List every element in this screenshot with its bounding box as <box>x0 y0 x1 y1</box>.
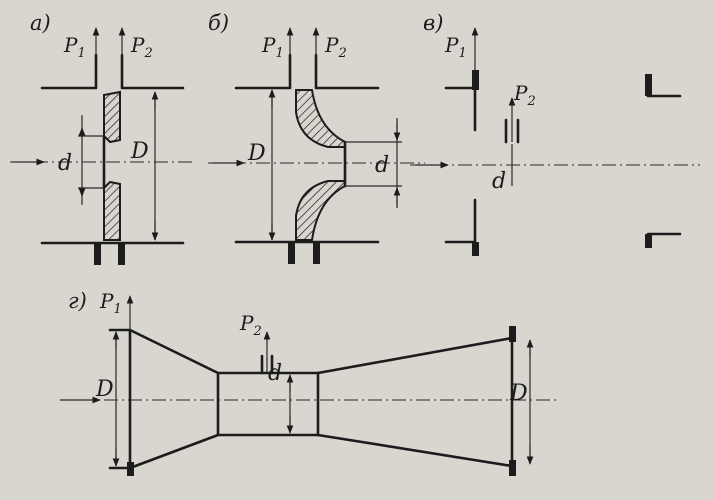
flange-v-bottom <box>472 242 479 256</box>
p2-label-g: P2 <box>239 311 262 339</box>
panel-a-label: а) <box>30 11 51 35</box>
dim-D-a-label: D <box>130 139 149 164</box>
panel-v-label: в) <box>423 11 443 35</box>
panel-g-label: г) <box>68 289 87 313</box>
pipe-a-top-left <box>40 53 98 90</box>
orifice-plate-bottom <box>103 180 121 241</box>
dim-D-g-in-label: D <box>95 377 114 402</box>
venturi-v-top <box>444 86 477 132</box>
dim-d-a-label: d <box>58 151 72 176</box>
p1-label-g: P1 <box>99 289 122 317</box>
nozzle-bottom <box>295 180 346 241</box>
panel-b-nozzle: б) P1 P2 D d <box>208 11 425 264</box>
flange-a-left <box>94 243 101 265</box>
panel-b-label: б) <box>208 11 229 35</box>
dim-d-g-label: d <box>268 361 282 386</box>
venturi-g-bottom <box>108 433 514 474</box>
flange-v-outlet-top <box>645 74 652 96</box>
flange-g-outlet-top <box>509 326 516 342</box>
orifice-plate-top <box>103 90 121 144</box>
flange-b-left <box>288 242 295 264</box>
dim-D-b-label: D <box>247 141 266 166</box>
flange-a-right <box>118 243 125 265</box>
p2-label-v: P2 <box>513 81 536 109</box>
p2-label-b: P2 <box>324 33 347 61</box>
flange-v-outlet-bottom <box>645 234 652 248</box>
flange-b-right <box>313 242 320 264</box>
p1-label-b: P1 <box>261 33 284 61</box>
p1-label-v: P1 <box>444 33 467 61</box>
panel-g-venturi-tube: г) P1 P2 D d D <box>60 289 560 476</box>
panel-v-venturi-nozzle: в) P1 P2 d <box>410 11 700 256</box>
venturi-g-top <box>108 326 514 375</box>
dim-d-v-label: d <box>492 169 506 194</box>
venturi-v-bottom <box>444 198 477 244</box>
p2-label-a: P2 <box>130 33 153 61</box>
flange-g-inlet-bottom <box>127 462 134 476</box>
dim-D-g-out-label: D <box>509 381 528 406</box>
pipe-b-top-left <box>234 53 292 90</box>
flange-g-outlet-bottom <box>509 460 516 476</box>
pipe-b-top-right <box>314 53 380 90</box>
nozzle-top <box>295 89 346 148</box>
p1-label-a: P1 <box>63 33 86 61</box>
pipe-a-top-right <box>120 53 185 90</box>
flange-v-top <box>472 70 479 90</box>
panel-a-orifice: а) P1 P2 d D <box>10 11 195 265</box>
dim-d-b-label: d <box>375 153 389 178</box>
